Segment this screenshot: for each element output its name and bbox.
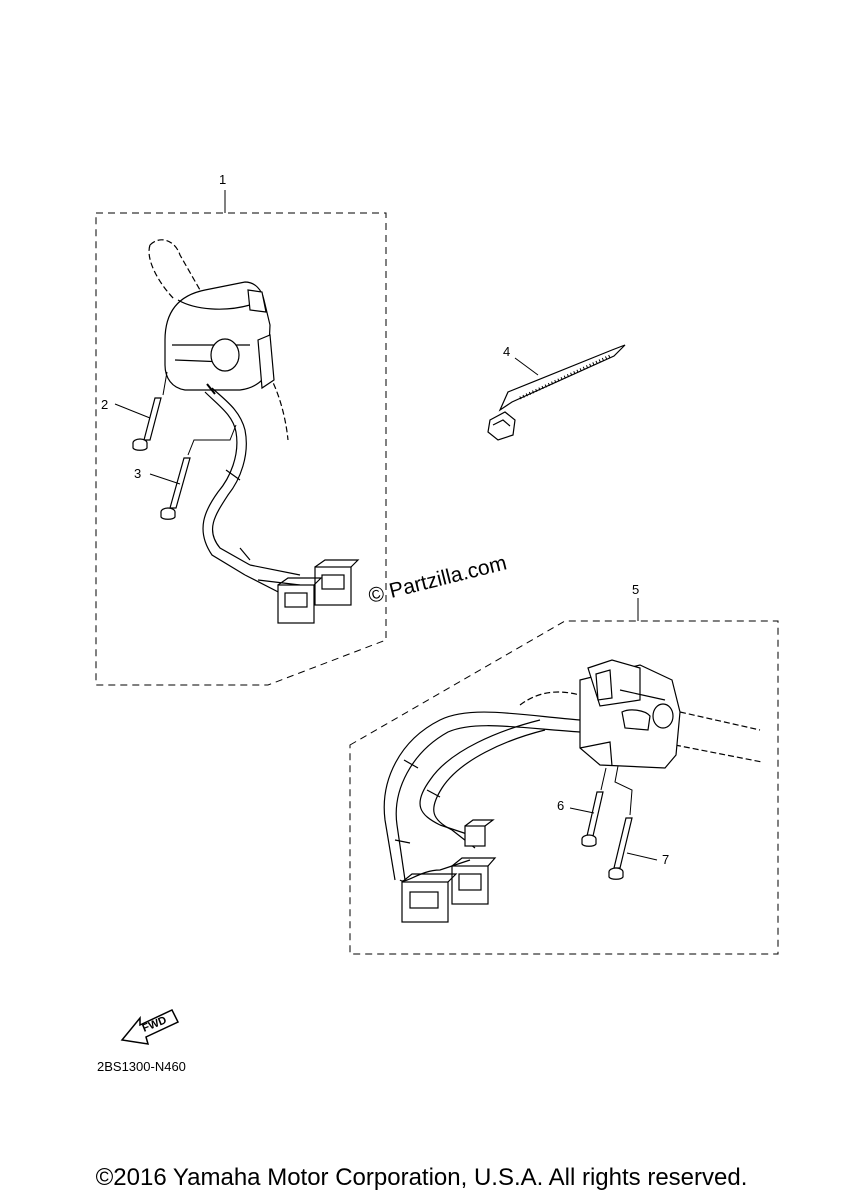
screw-2 <box>132 397 162 451</box>
fwd-arrow-icon: FWD <box>120 1009 180 1045</box>
cable-tie-4 <box>487 344 626 441</box>
pilot-line-3 <box>187 424 237 456</box>
drawing-code: 2BS1300-N460 <box>97 1059 186 1074</box>
callout-1: 1 <box>219 172 226 187</box>
pilot-line-6 <box>600 767 607 791</box>
leader-2 <box>114 403 151 419</box>
screw-3 <box>160 457 191 520</box>
callout-4: 4 <box>503 344 510 359</box>
callout-7: 7 <box>662 852 669 867</box>
leader-6 <box>569 807 595 814</box>
right-handlebar-switch <box>383 659 763 923</box>
pilot-line-2 <box>162 371 168 396</box>
leader-3 <box>149 473 181 485</box>
pilot-line-7 <box>614 765 633 816</box>
screw-7 <box>608 817 633 880</box>
assembly-5-boundary <box>349 620 779 955</box>
callout-2: 2 <box>101 397 108 412</box>
screw-6 <box>581 791 604 847</box>
callout-3: 3 <box>134 466 141 481</box>
callout-6: 6 <box>557 798 564 813</box>
leader-4 <box>514 357 539 376</box>
leader-7 <box>626 852 658 861</box>
left-handlebar-switch <box>148 239 360 624</box>
assembly-1-boundary <box>95 212 387 686</box>
callout-5: 5 <box>632 582 639 597</box>
copyright-notice: ©2016 Yamaha Motor Corporation, U.S.A. A… <box>95 1164 748 1191</box>
